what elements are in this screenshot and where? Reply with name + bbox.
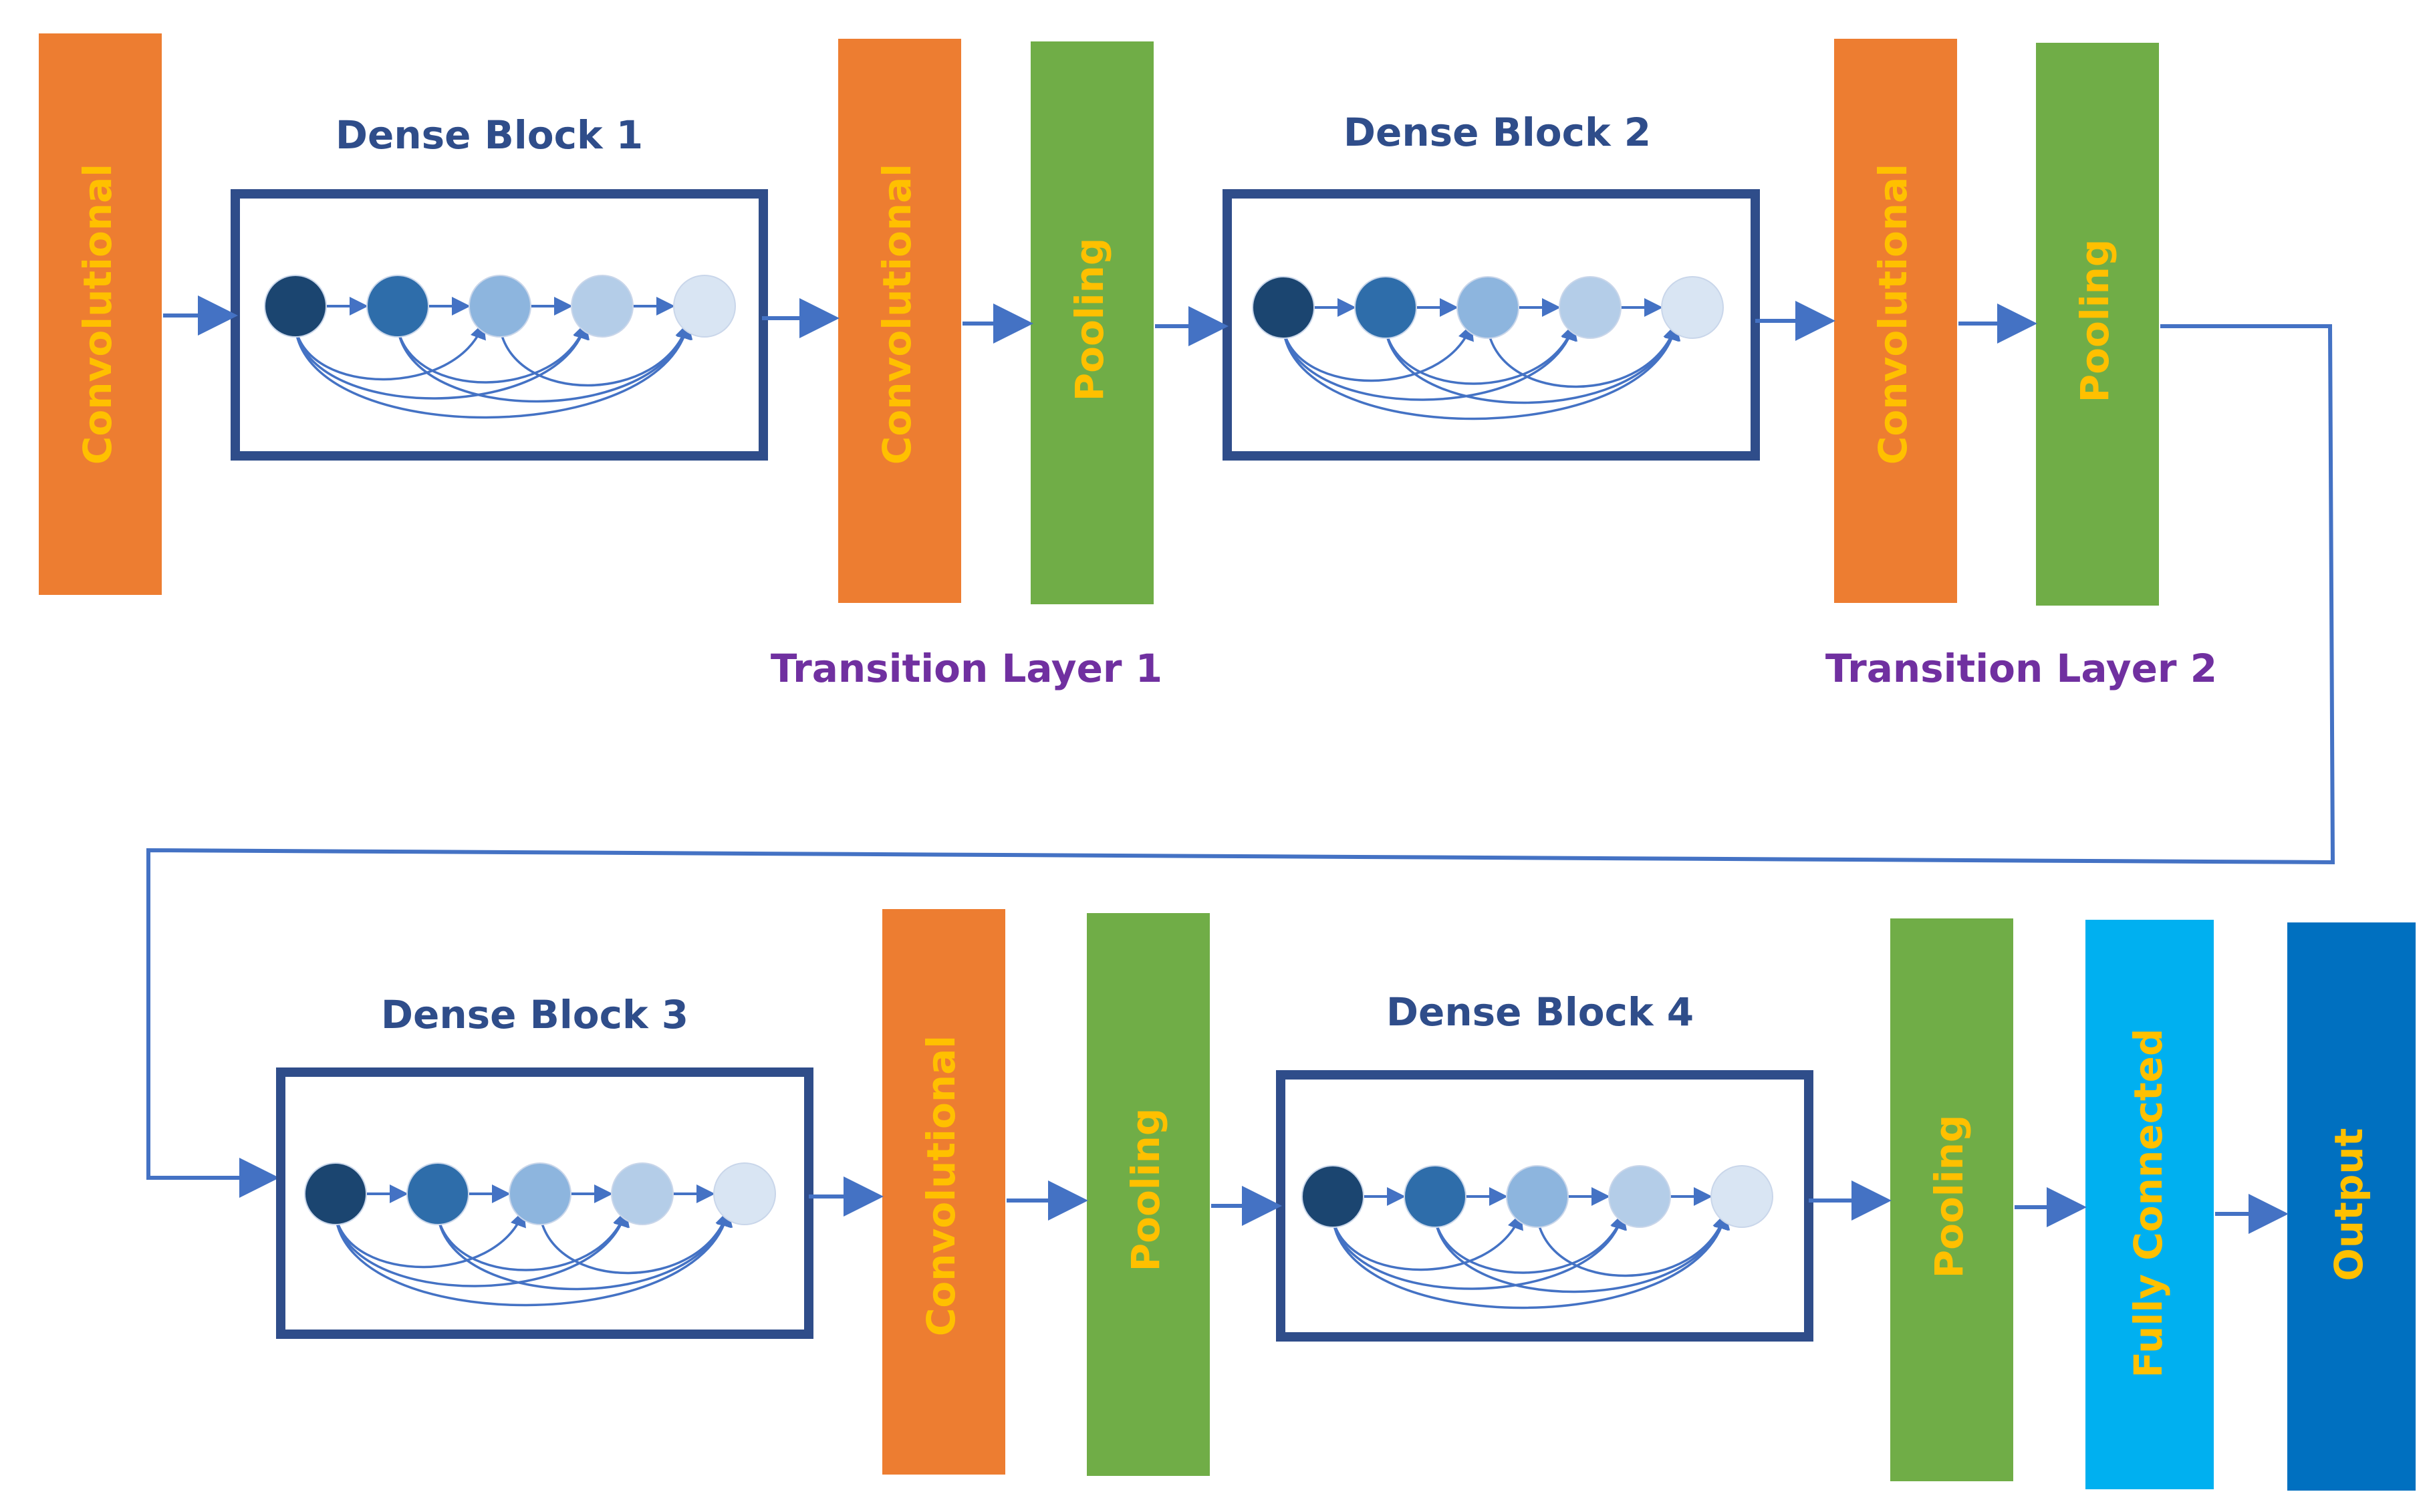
dense-block-4-title: Dense Block 4	[1386, 989, 1694, 1035]
dense-layer-node	[1661, 276, 1724, 339]
dense-skip-connection	[294, 322, 486, 381]
transition-1-convolutional	[838, 39, 961, 603]
fully-connected-layer	[2085, 920, 2214, 1489]
output-layer	[2287, 922, 2416, 1491]
dense-block-2-graph	[1252, 276, 1724, 420]
dense-block-3-title: Dense Block 3	[381, 992, 688, 1037]
dense-layer-node	[1301, 1165, 1364, 1228]
dense-skip-connection	[334, 1210, 526, 1269]
dense-layer-node	[1710, 1165, 1773, 1228]
transition-2-convolutional-label: Convolutional	[1870, 164, 1916, 465]
transition-3-convolutional-label: Convolutional	[918, 1035, 964, 1336]
dense-layer-node	[1252, 276, 1315, 339]
fully-connected-label: Fully Connected	[2126, 1028, 2171, 1378]
final-pooling	[1890, 918, 2013, 1481]
dense-layer-node	[673, 275, 736, 338]
dense-skip-connection	[396, 322, 692, 403]
dense-skip-connection	[334, 1210, 733, 1307]
dense-layer-node	[406, 1162, 469, 1225]
dense-layer-node	[1559, 276, 1622, 339]
dense-skip-connection	[1331, 1213, 1523, 1271]
transition-2-convolutional	[1834, 39, 1957, 603]
final-pooling-label: Pooling	[1926, 1115, 1972, 1279]
dense-skip-connection	[1331, 1213, 1627, 1290]
dense-layer-node	[304, 1162, 367, 1225]
dense-skip-connection	[1331, 1213, 1731, 1309]
dense-layer-node	[1506, 1165, 1569, 1228]
transition-layer-1-title: Transition Layer 1	[771, 646, 1162, 691]
dense-skip-connection	[1384, 324, 1577, 385]
dense-skip-connection	[1282, 324, 1681, 420]
dense-layer-node	[611, 1162, 674, 1225]
transition-layer-2-title: Transition Layer 2	[1825, 646, 2217, 691]
dense-block-1-graph	[264, 275, 736, 419]
dense-skip-connection	[334, 1210, 630, 1287]
dense-skip-connection	[1434, 1213, 1626, 1274]
transition-3-convolutional	[882, 909, 1005, 1475]
transition-1-pooling	[1031, 41, 1154, 604]
dense-layer-node	[713, 1162, 776, 1225]
dense-layer-node	[366, 275, 429, 338]
convolutional-layer-1	[39, 33, 162, 595]
dense-layer-node	[1456, 276, 1519, 339]
transition-2-pooling	[2036, 43, 2159, 606]
dense-skip-connection	[1434, 1213, 1730, 1293]
dense-skip-connection	[1384, 324, 1680, 404]
transition-3-pooling-label: Pooling	[1123, 1108, 1168, 1272]
arrow-row1-to-dense3	[146, 324, 2335, 1198]
dense-layer-node	[509, 1162, 571, 1225]
dense-skip-connection	[499, 322, 691, 387]
dense-layer-node	[1608, 1165, 1671, 1228]
dense-block-1-title: Dense Block 1	[336, 112, 643, 158]
dense-skip-connection	[436, 1210, 733, 1291]
dense-skip-connection	[1487, 324, 1679, 388]
output-label: Output	[2326, 1128, 2372, 1281]
dense-block-2-title: Dense Block 2	[1343, 110, 1651, 155]
dense-skip-connection	[1282, 324, 1577, 401]
dense-layer-node	[264, 275, 327, 338]
dense-skip-connection	[294, 322, 590, 400]
dense-layer-node	[1404, 1165, 1466, 1228]
transition-1-convolutional-label: Convolutional	[874, 164, 920, 465]
transition-3-pooling	[1087, 913, 1210, 1476]
dense-skip-connection	[539, 1210, 731, 1275]
dense-skip-connection	[294, 322, 693, 419]
transition-2-pooling-label: Pooling	[2072, 239, 2118, 403]
dense-skip-connection	[1282, 324, 1474, 382]
transition-1-pooling-label: Pooling	[1067, 238, 1112, 402]
dense-block-4-graph	[1301, 1165, 1773, 1309]
dense-layer-node	[1354, 276, 1417, 339]
dense-layer-node	[469, 275, 531, 338]
dense-skip-connection	[1536, 1213, 1728, 1277]
dense-layer-node	[571, 275, 634, 338]
convolutional-layer-1-label: Convolutional	[75, 164, 120, 465]
dense-skip-connection	[396, 322, 589, 384]
dense-block-3-graph	[304, 1162, 776, 1307]
dense-skip-connection	[436, 1210, 629, 1271]
